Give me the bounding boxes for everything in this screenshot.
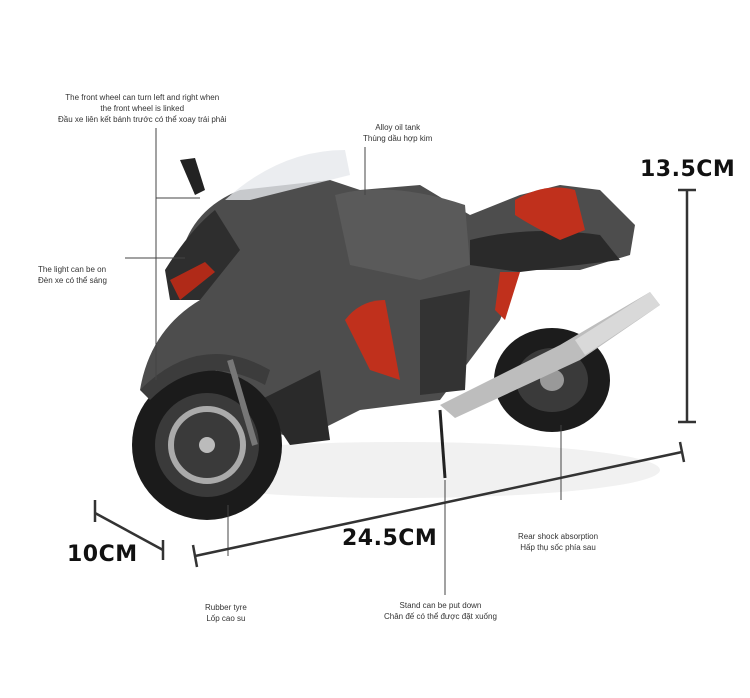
front-wheel-note-en-2: the front wheel is linked — [100, 104, 185, 113]
front-wheel — [132, 354, 282, 520]
light-note-en: The light can be on — [38, 265, 107, 274]
rear-shock-note-vi: Hấp thụ sốc phía sau — [520, 543, 596, 552]
front-wheel-note-vi: Đầu xe liên kết bánh trước có thể xoay t… — [58, 115, 227, 124]
tyre-note: Rubber tyre Lốp cao su — [205, 602, 247, 624]
dimension-lines — [93, 188, 696, 568]
light-note-vi: Đèn xe có thể sáng — [38, 276, 107, 285]
oil-tank-note-en: Alloy oil tank — [375, 123, 421, 132]
front-wheel-note-en-1: The front wheel can turn left and right … — [65, 93, 220, 102]
height-dimension: 13.5CM — [640, 157, 736, 182]
tyre-note-en: Rubber tyre — [205, 603, 247, 612]
oil-tank-note-vi: Thùng dầu hợp kim — [363, 134, 433, 143]
stand-note: Stand can be put down Chân đế có thể đượ… — [384, 600, 497, 622]
tyre-note-vi: Lốp cao su — [206, 614, 246, 623]
light-note: The light can be on Đèn xe có thể sáng — [38, 264, 107, 286]
front-wheel-note: The front wheel can turn left and right … — [58, 92, 226, 125]
rear-shock-note: Rear shock absorption Hấp thụ sốc phía s… — [518, 531, 598, 553]
kickstand — [438, 409, 447, 479]
leader-lines — [125, 128, 562, 595]
oil-tank-note: Alloy oil tank Thùng dầu hợp kim — [363, 122, 432, 144]
length-dimension: 24.5CM — [342, 526, 438, 551]
rear-shock-note-en: Rear shock absorption — [518, 532, 599, 541]
stand-note-vi: Chân đế có thể được đặt xuống — [384, 612, 497, 621]
width-dimension: 10CM — [67, 542, 138, 567]
stand-note-en: Stand can be put down — [399, 601, 482, 610]
